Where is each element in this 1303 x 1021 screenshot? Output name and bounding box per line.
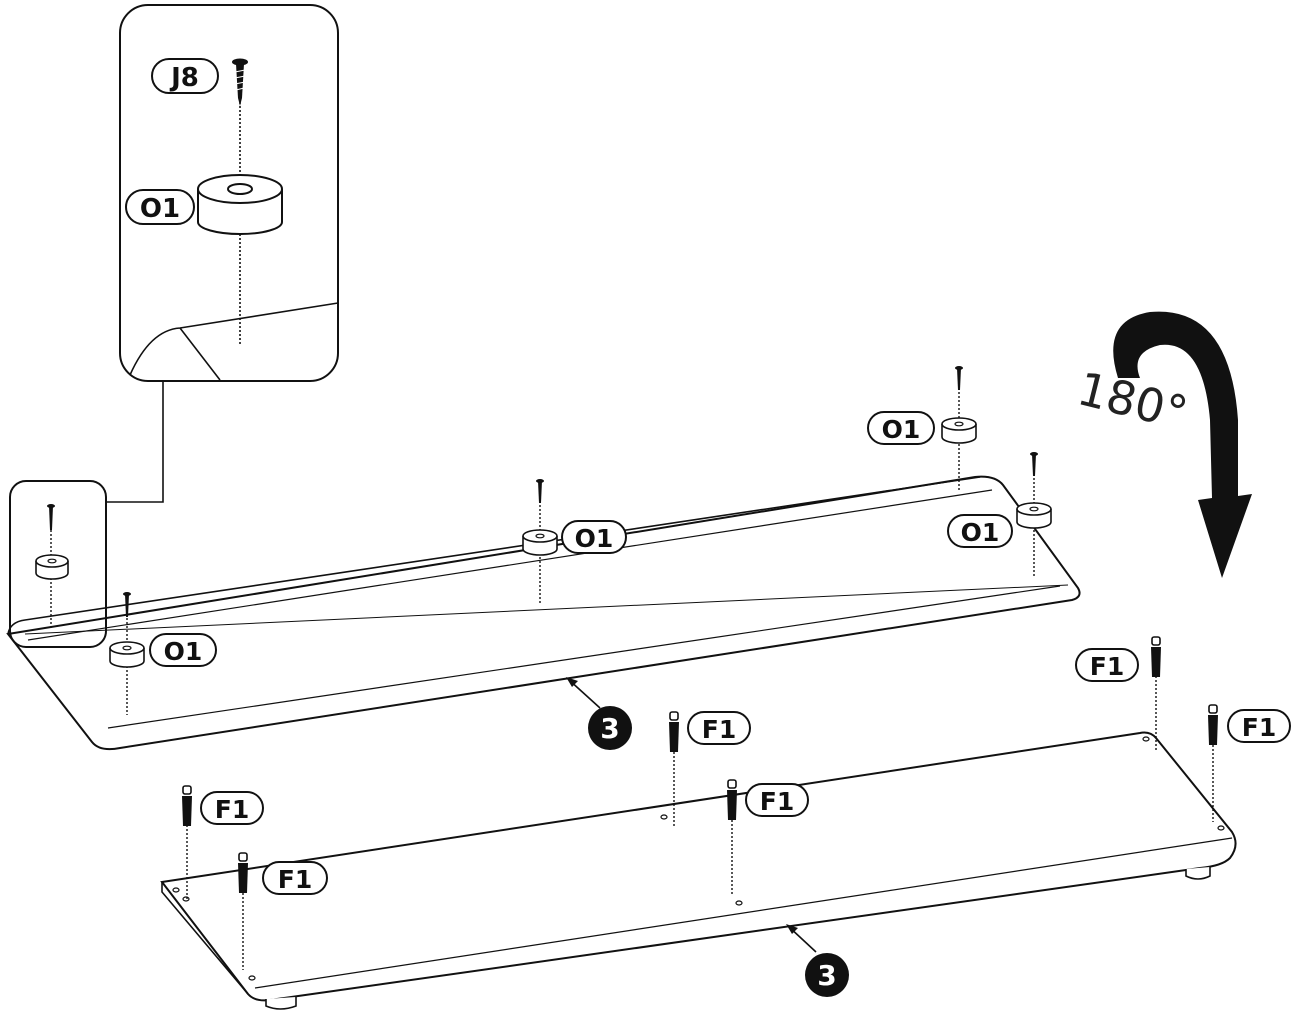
label-f1-6: F1 <box>1227 709 1291 743</box>
label-f1-3: F1 <box>687 711 751 745</box>
svg-text:O1: O1 <box>164 637 203 666</box>
svg-text:J8: J8 <box>169 63 199 93</box>
bottom-panel <box>160 731 1237 1010</box>
label-f1-1: F1 <box>200 791 264 825</box>
svg-text:F1: F1 <box>215 795 249 824</box>
svg-text:F1: F1 <box>760 787 794 816</box>
foot-pad-set <box>35 366 1052 715</box>
arrow-icon <box>786 924 798 934</box>
label-o1-back-right: O1 <box>867 411 935 445</box>
svg-text:F1: F1 <box>1090 652 1124 681</box>
callout-connector <box>106 381 164 503</box>
cam-bolt-set <box>182 636 1218 970</box>
label-j8: J8 <box>151 58 219 94</box>
label-o1-front-right: O1 <box>947 514 1013 548</box>
svg-text:F1: F1 <box>1242 713 1276 742</box>
foot-pad-detail-icon <box>197 174 283 235</box>
svg-text:O1: O1 <box>882 415 921 444</box>
screw-detail-icon <box>232 58 248 106</box>
panel-marker-top: 3 <box>566 677 632 750</box>
panel-marker-bottom: 3 <box>786 924 849 997</box>
svg-text:3: 3 <box>600 712 619 745</box>
svg-text:F1: F1 <box>278 865 312 894</box>
label-f1-5: F1 <box>1075 648 1139 682</box>
label-f1-4: F1 <box>745 783 809 817</box>
label-o1-detail: O1 <box>125 189 195 225</box>
detail-marker-box <box>9 480 107 648</box>
label-o1-front-left: O1 <box>149 633 217 667</box>
label-f1-2: F1 <box>262 861 328 895</box>
label-o1-middle: O1 <box>561 520 627 554</box>
svg-text:F1: F1 <box>702 715 736 744</box>
svg-text:O1: O1 <box>140 194 180 224</box>
curved-arrow-icon <box>1113 311 1252 578</box>
svg-text:180°: 180° <box>1072 361 1193 440</box>
svg-text:O1: O1 <box>575 524 614 553</box>
top-panel <box>6 475 1081 751</box>
svg-text:3: 3 <box>817 959 836 992</box>
arrow-icon <box>566 677 578 687</box>
svg-text:O1: O1 <box>961 518 1000 547</box>
detail-callout: J8 O1 <box>119 4 339 382</box>
rotation-indicator: 180° <box>1072 311 1252 578</box>
